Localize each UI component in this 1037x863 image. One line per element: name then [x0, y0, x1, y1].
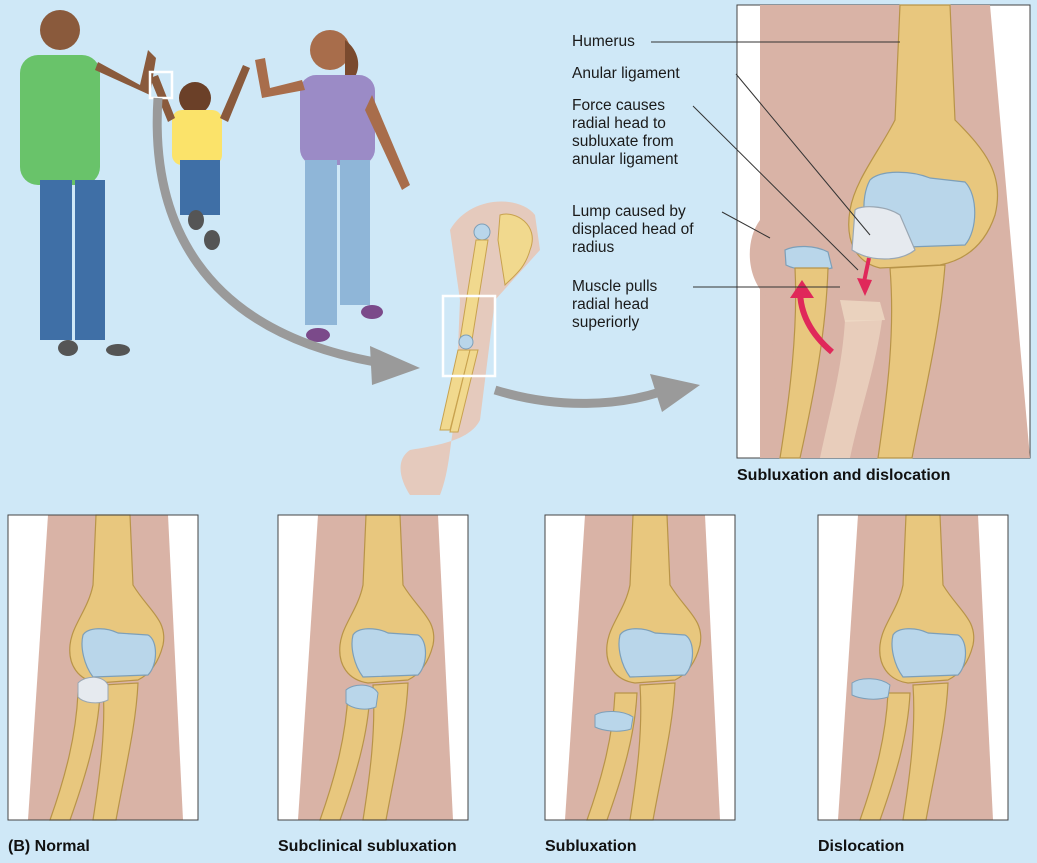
panel-subclinical: [278, 515, 468, 820]
label-humerus: Humerus: [572, 33, 635, 51]
caption-dislocation: Dislocation: [818, 838, 904, 856]
gray-arrow-2: [495, 390, 660, 403]
panel-dislocation: [818, 515, 1008, 820]
caption-subluxation: Subluxation: [545, 838, 637, 856]
caption-subclinical: Subclinical subluxation: [278, 838, 457, 856]
panel-normal: [8, 515, 198, 820]
label-lump: Lump caused by displaced head of radius: [572, 203, 694, 257]
detail-panel: [651, 5, 1030, 458]
caption-normal: (B) Normal: [8, 838, 90, 856]
label-force: Force causes radial head to subluxate fr…: [572, 97, 678, 169]
label-muscle: Muscle pulls radial head superiorly: [572, 278, 657, 332]
mother-shirt: [300, 75, 375, 165]
child-shirt: [172, 110, 222, 165]
family-illustration: [20, 10, 410, 356]
label-anular-ligament: Anular ligament: [572, 65, 680, 83]
father-shirt: [20, 55, 100, 185]
panel-subluxation: [545, 515, 735, 820]
arm-skeleton: [401, 201, 540, 495]
caption-top-panel: Subluxation and dislocation: [737, 467, 950, 485]
